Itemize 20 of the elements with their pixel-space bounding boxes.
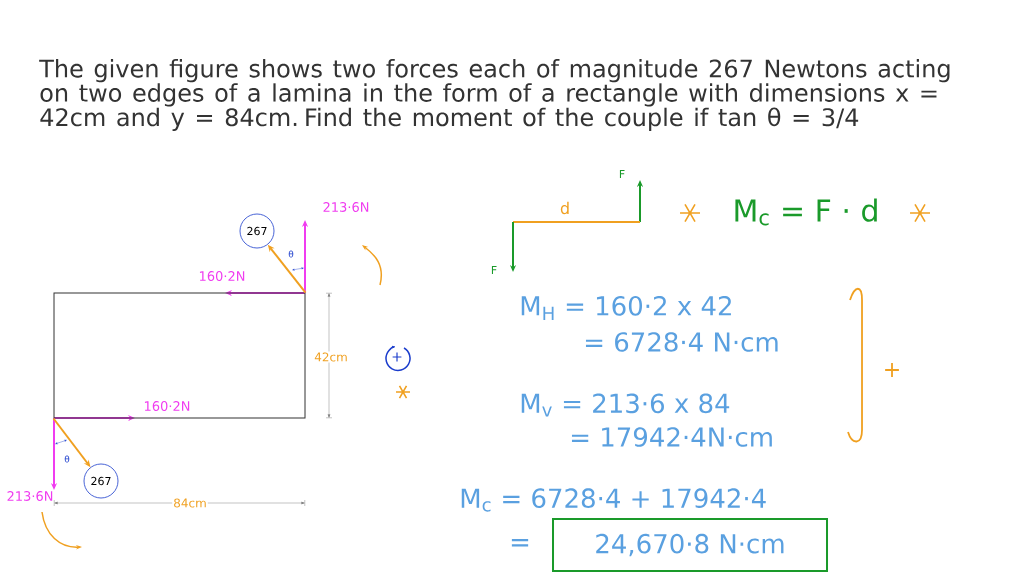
force-label: F xyxy=(491,266,497,274)
angle-label: θ xyxy=(64,455,70,463)
formula-text: M$_{c}$ = F · d xyxy=(735,198,877,226)
plus-sign: + xyxy=(885,363,899,377)
force-label: 213·6N xyxy=(323,202,369,212)
formula-text: M$_{v}$ = 213·6 x 84 xyxy=(521,393,730,417)
force-label: F xyxy=(619,170,625,178)
angle-label: θ xyxy=(288,250,294,258)
force-label: 160·2N xyxy=(144,401,190,411)
formula-text: = 6728·4 N·cm xyxy=(585,332,778,352)
formula-text: M$_{c}$ = 6728·4 + 17942·4 xyxy=(461,488,766,512)
formula-text: M$_{H}$ = 160·2 x 42 xyxy=(521,296,731,320)
distance-label: d xyxy=(560,201,569,215)
equals-sign: = xyxy=(511,539,529,547)
dimension-label: 84cm xyxy=(172,497,208,509)
formula-text: = 17942·4N·cm xyxy=(571,427,772,447)
force-label: 160·2N xyxy=(199,271,245,281)
plus-sign: + xyxy=(392,352,402,362)
answer-box: 24,670·8 N·cm xyxy=(552,518,828,572)
lamina-rectangle xyxy=(53,292,306,419)
